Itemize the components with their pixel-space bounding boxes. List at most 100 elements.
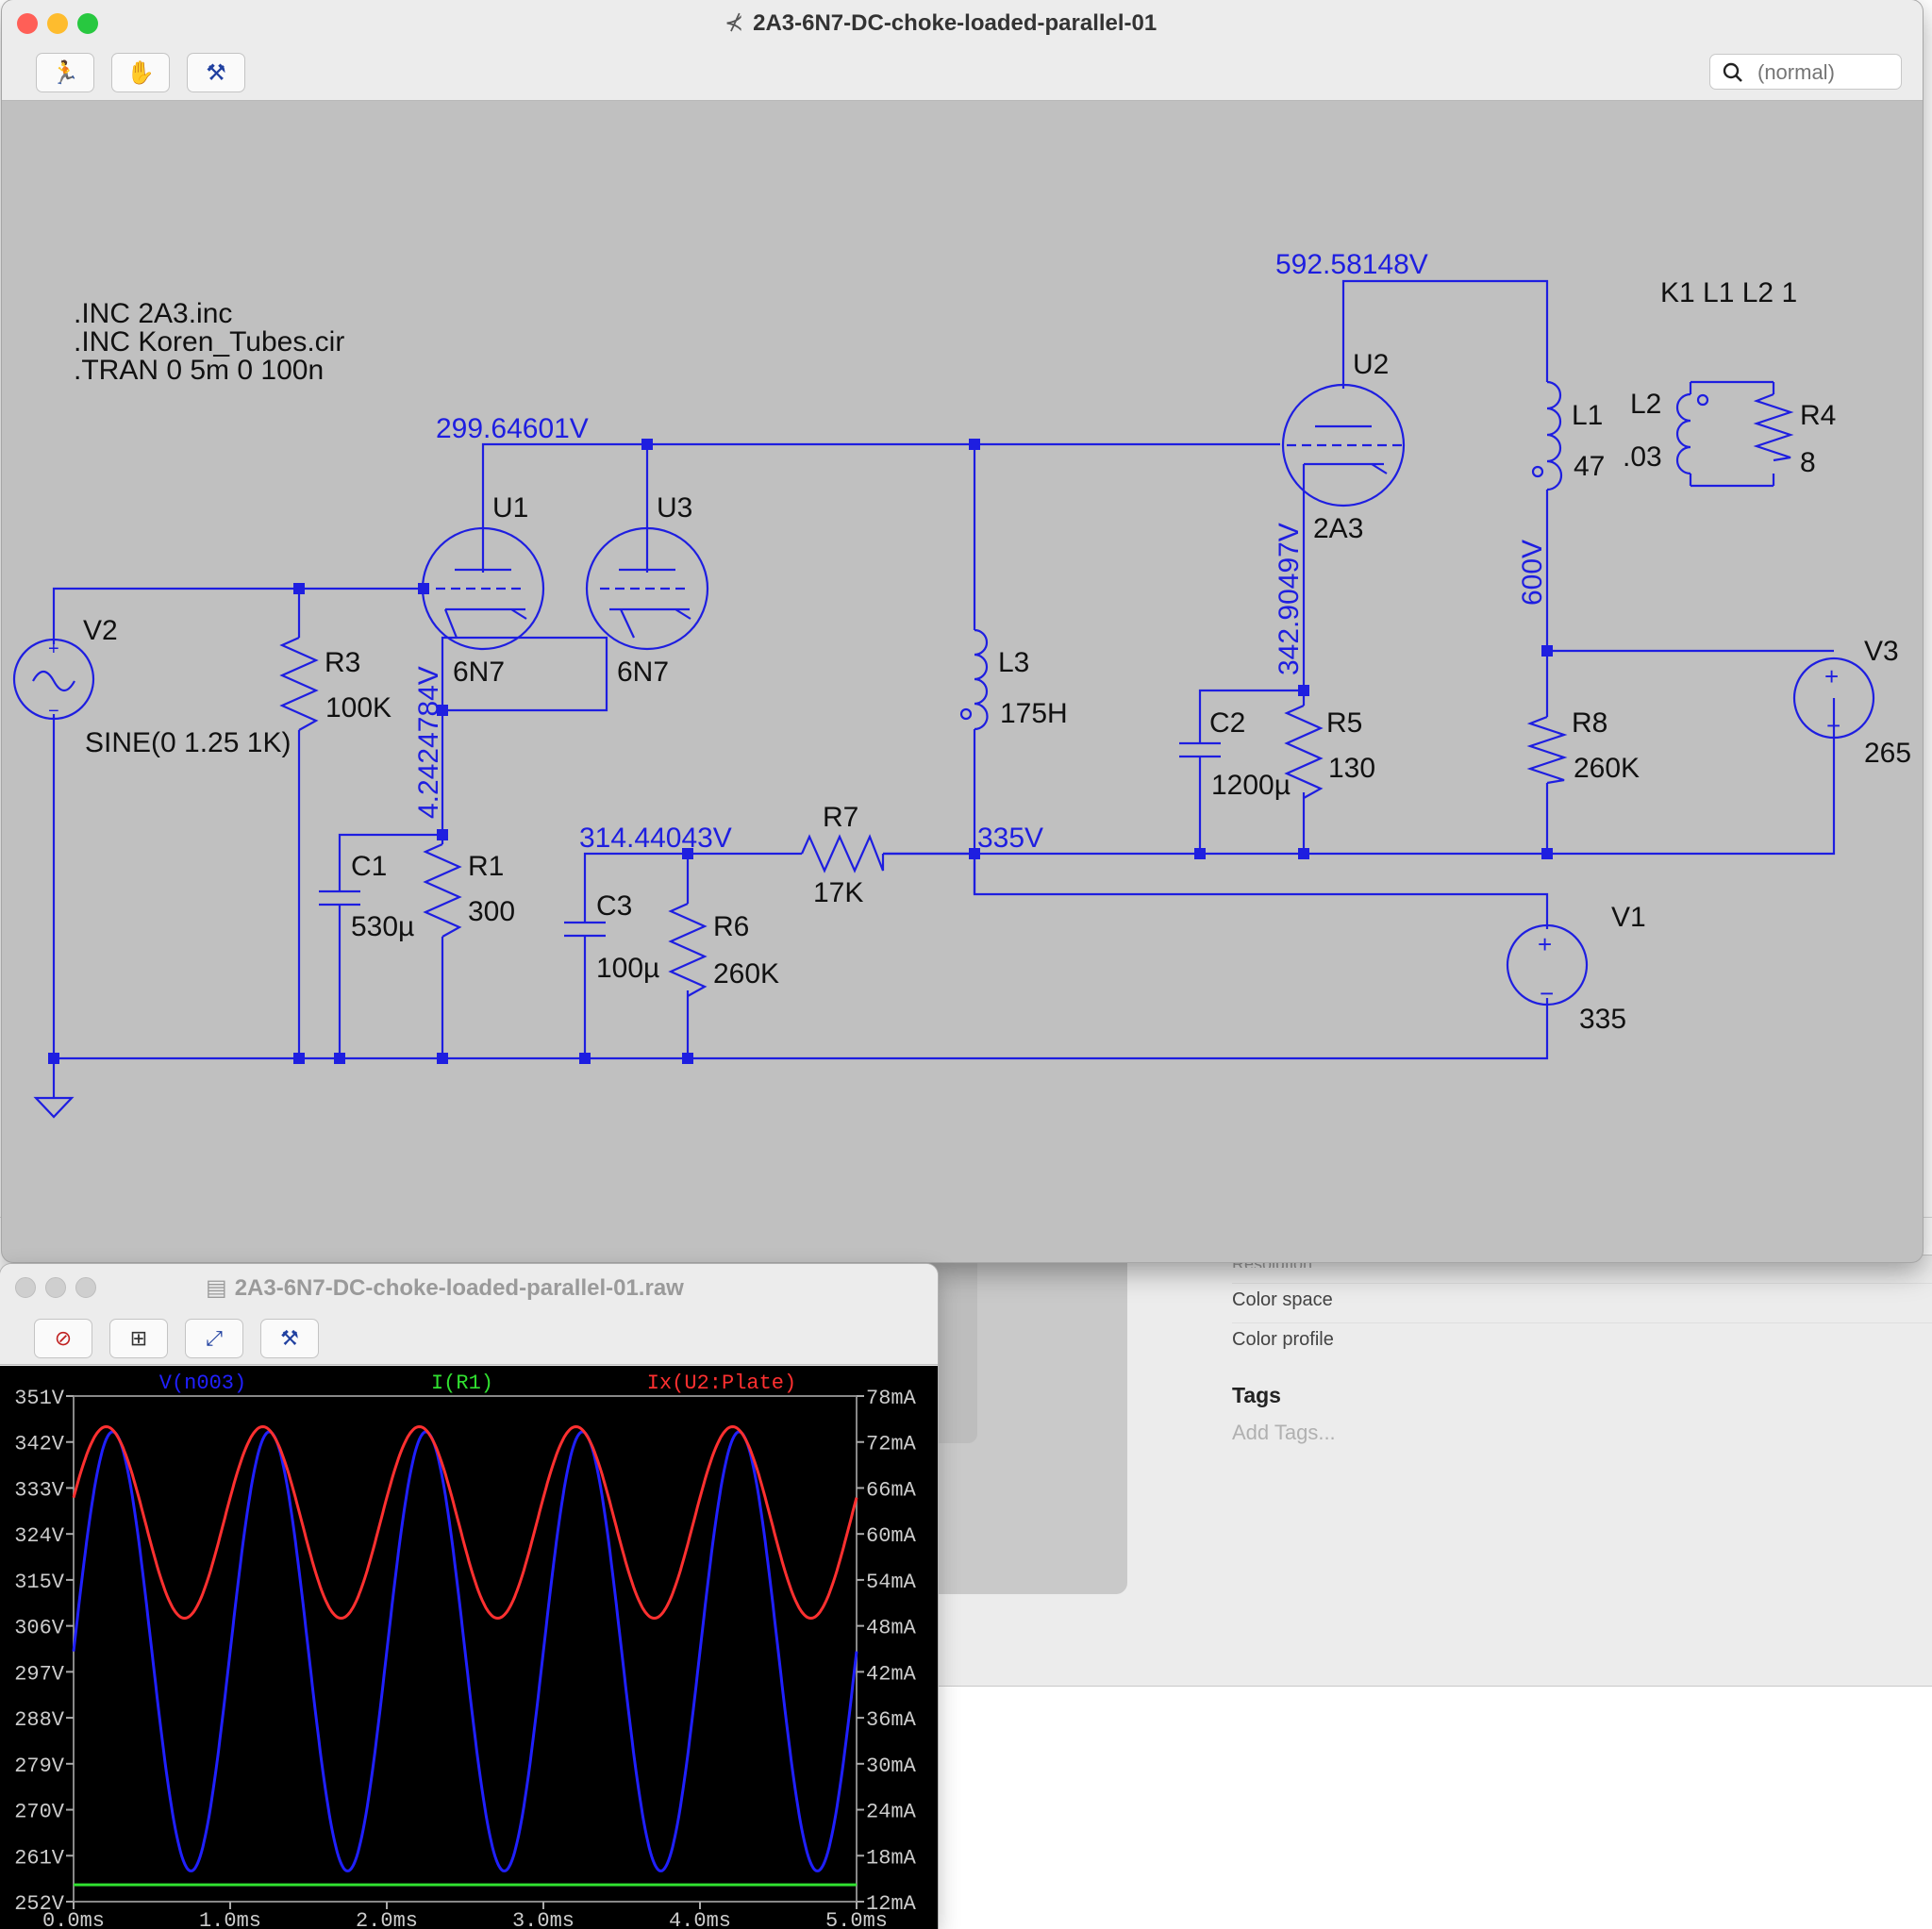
minimize-button[interactable] (47, 13, 68, 34)
waveform-minimize-button[interactable] (45, 1277, 66, 1298)
x-tick-label: 0.0ms (42, 1909, 105, 1929)
r3-value[interactable]: 100K (325, 692, 391, 723)
node-voltage-labels: 592.58148V 299.64601V 314.44043V 335V 4.… (413, 249, 1548, 854)
r7-value[interactable]: 17K (813, 877, 863, 908)
waveform-toolbar: ⊘ ⊞ ⤢ ⚒ (0, 1311, 938, 1365)
x-tick-label: 1.0ms (199, 1909, 261, 1929)
r4-name[interactable]: R4 (1800, 400, 1836, 431)
l2-value[interactable]: .03 (1623, 441, 1662, 473)
run-button[interactable]: 🏃 (36, 53, 94, 92)
directive-tran[interactable]: .TRAN 0 5m 0 100n (74, 355, 324, 386)
y-left-tick-label: 270V (14, 1801, 65, 1824)
c2-name[interactable]: C2 (1209, 707, 1245, 739)
y-left-tick-label: 306V (14, 1617, 65, 1640)
l3-value[interactable]: 175H (1000, 698, 1068, 729)
r1-value[interactable]: 300 (468, 896, 515, 927)
close-button[interactable] (17, 13, 38, 34)
tags-title: Tags (1232, 1383, 1281, 1407)
schematic-toolbar: 🏃 ✋ ⚒ (2, 47, 1923, 101)
zoom-tool-button[interactable]: ⤢ (185, 1319, 243, 1358)
schematic-titlebar: ⊀2A3-6N7-DC-choke-loaded-parallel-01 (2, 0, 1923, 48)
hand-icon: ✋ (126, 59, 155, 86)
waveform-settings-button[interactable]: ⚒ (260, 1319, 319, 1358)
voltage-b-plus-1: 299.64601V (436, 413, 589, 444)
y-left-tick-label: 279V (14, 1754, 65, 1778)
y-right-tick-label: 72mA (866, 1433, 917, 1456)
l1-value[interactable]: 47 (1574, 451, 1605, 482)
u1-name[interactable]: U1 (492, 492, 528, 524)
c2-value[interactable]: 1200µ (1211, 770, 1291, 801)
waveform-titlebar: ▤2A3-6N7-DC-choke-loaded-parallel-01.raw (0, 1264, 938, 1311)
legend-entry: V(n003) (159, 1372, 246, 1395)
r5-value[interactable]: 130 (1328, 753, 1375, 784)
r4-value[interactable]: 8 (1800, 447, 1816, 478)
coupling-directive[interactable]: K1 L1 L2 1 (1660, 277, 1797, 308)
directive-inc-koren[interactable]: .INC Koren_Tubes.cir (74, 326, 344, 358)
v2-value[interactable]: SINE(0 1.25 1K) (85, 727, 291, 758)
x-tick-label: 5.0ms (825, 1909, 888, 1929)
zoom-button[interactable] (77, 13, 98, 34)
voltage-supply: 335V (977, 823, 1043, 854)
waveform-chart[interactable]: 351V342V333V324V315V306V297V288V279V270V… (0, 1366, 938, 1929)
r8-value[interactable]: 260K (1574, 753, 1640, 784)
schematic-window: ⊀2A3-6N7-DC-choke-loaded-parallel-01 🏃 ✋… (2, 0, 1923, 1262)
plot-series (72, 1424, 858, 1887)
v1-value[interactable]: 335 (1579, 1004, 1626, 1035)
l3-name[interactable]: L3 (998, 647, 1029, 678)
waveform-zoom-button[interactable] (75, 1277, 96, 1298)
v2-name[interactable]: V2 (83, 615, 118, 646)
r3-name[interactable]: R3 (325, 647, 360, 678)
zoom-icon: ⤢ (206, 1326, 223, 1350)
u2-name[interactable]: U2 (1353, 349, 1389, 380)
plot-axis-labels: 351V342V333V324V315V306V297V288V279V270V… (14, 1372, 916, 1929)
voltage-u2-cathode: 342.90497V (1274, 523, 1305, 675)
search-icon (1723, 62, 1742, 82)
waveform-window: ▤2A3-6N7-DC-choke-loaded-parallel-01.raw… (0, 1264, 938, 1929)
v3-name[interactable]: V3 (1864, 636, 1899, 667)
pan-button[interactable]: ✋ (111, 53, 170, 92)
autorange-button[interactable]: ⊞ (109, 1319, 168, 1358)
y-right-tick-label: 60mA (866, 1524, 917, 1548)
series-line (72, 1424, 858, 1621)
settings-button[interactable]: ⚒ (187, 53, 245, 92)
search-input[interactable] (1756, 58, 1901, 87)
u3-name[interactable]: U3 (657, 492, 692, 524)
u1-value[interactable]: 6N7 (453, 657, 505, 688)
r7-name[interactable]: R7 (823, 802, 858, 833)
legend-entry: Ix(U2:Plate) (647, 1372, 796, 1395)
v3-value[interactable]: 265 (1864, 738, 1911, 769)
svg-text:−: − (48, 701, 59, 722)
y-right-tick-label: 18mA (866, 1846, 917, 1870)
spice-directives: .INC 2A3.inc .INC Koren_Tubes.cir .TRAN … (74, 277, 1797, 386)
add-tags-field[interactable]: Add Tags... (1232, 1421, 1336, 1444)
schematic-canvas[interactable]: + − (2, 100, 1923, 1262)
directive-inc-2a3[interactable]: .INC 2A3.inc (74, 298, 232, 329)
v1-name[interactable]: V1 (1611, 902, 1646, 933)
run-icon: 🏃 (51, 59, 79, 86)
u3-value[interactable]: 6N7 (617, 657, 669, 688)
probe-cancel-button[interactable]: ⊘ (34, 1319, 92, 1358)
info-row-color-profile: Color profile (1232, 1322, 1932, 1351)
y-left-tick-label: 297V (14, 1662, 65, 1686)
voltage-u2-plate: 592.58148V (1275, 249, 1428, 280)
r6-value[interactable]: 260K (713, 958, 779, 989)
search-box[interactable] (1709, 54, 1902, 90)
c1-value[interactable]: 530µ (351, 911, 414, 942)
r5-name[interactable]: R5 (1326, 707, 1362, 739)
schematic-doc-icon: ⊀ (724, 10, 744, 36)
waveform-close-button[interactable] (15, 1277, 36, 1298)
c3-name[interactable]: C3 (596, 890, 632, 922)
c3-value[interactable]: 100µ (596, 953, 659, 984)
l1-name[interactable]: L1 (1572, 400, 1603, 431)
y-left-tick-label: 315V (14, 1571, 65, 1594)
c1-name[interactable]: C1 (351, 851, 387, 882)
junctions (48, 439, 1553, 1064)
r1-name[interactable]: R1 (468, 851, 504, 882)
r6-name[interactable]: R6 (713, 911, 749, 942)
y-left-tick-label: 261V (14, 1846, 65, 1870)
l2-name[interactable]: L2 (1630, 389, 1661, 420)
wires (52, 279, 1836, 1060)
r8-name[interactable]: R8 (1572, 707, 1607, 739)
u2-value[interactable]: 2A3 (1313, 513, 1363, 544)
